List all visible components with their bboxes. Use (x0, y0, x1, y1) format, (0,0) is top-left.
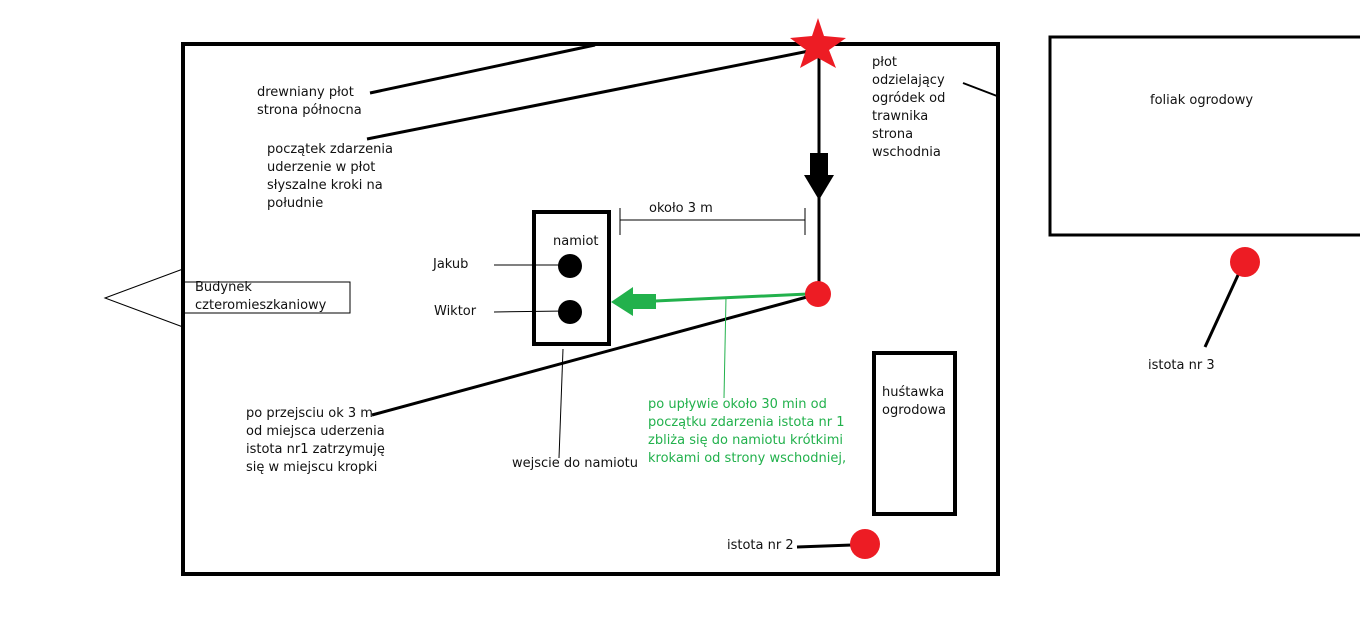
event-start-label: początek zdarzenia uderzenie w płot słys… (267, 142, 393, 211)
stop-note-label: po przejsciu ok 3 m od miejsca uderzenia… (246, 406, 385, 475)
being2-dot (850, 529, 880, 559)
wiktor-label: Wiktor (434, 304, 477, 319)
building-arrow (103, 268, 351, 328)
tent-box (532, 210, 611, 346)
stop-point-dot (805, 281, 831, 307)
green-arrow-head (611, 287, 656, 316)
distance-label: około 3 m (649, 201, 713, 216)
being3-leader (1203, 261, 1246, 348)
garden-boundary (181, 42, 1000, 576)
wiktor-dot (558, 300, 582, 324)
building-label: Budynek czteromieszkaniowy (195, 280, 327, 313)
down-arrow (804, 153, 834, 200)
greenhouse-box (1048, 35, 1360, 237)
event-start-leader (366, 48, 815, 141)
east-fence-leader (962, 82, 998, 97)
swing-label: huśtawka ogrodowa (882, 385, 947, 418)
impact-star (790, 18, 846, 68)
being3-label: istota nr 3 (1148, 358, 1215, 373)
jakub-label: Jakub (433, 257, 469, 272)
being3-dot (1230, 247, 1260, 277)
stop-note-leader (371, 292, 819, 417)
wiktor-leader (493, 310, 567, 313)
approach-note-label: po upływie około 30 min od początku zdar… (648, 397, 847, 466)
being2-leader (796, 543, 853, 549)
north-fence-label: drewniany płot strona północna (257, 85, 362, 118)
jakub-dot (558, 254, 582, 278)
north-fence-leader (369, 43, 596, 95)
greenhouse-label: foliak ogrodowy (1150, 93, 1254, 108)
east-fence-label: płot odzielający ogródek od trawnika str… (872, 55, 946, 160)
tent-entrance-label: wejscie do namiotu (512, 456, 639, 471)
swing-box (872, 351, 957, 516)
green-note-leader (723, 296, 727, 399)
tent-label: namiot (553, 234, 599, 249)
being2-label: istota nr 2 (727, 538, 794, 553)
green-approach-line (654, 292, 809, 303)
tent-entrance-leader (558, 348, 564, 459)
